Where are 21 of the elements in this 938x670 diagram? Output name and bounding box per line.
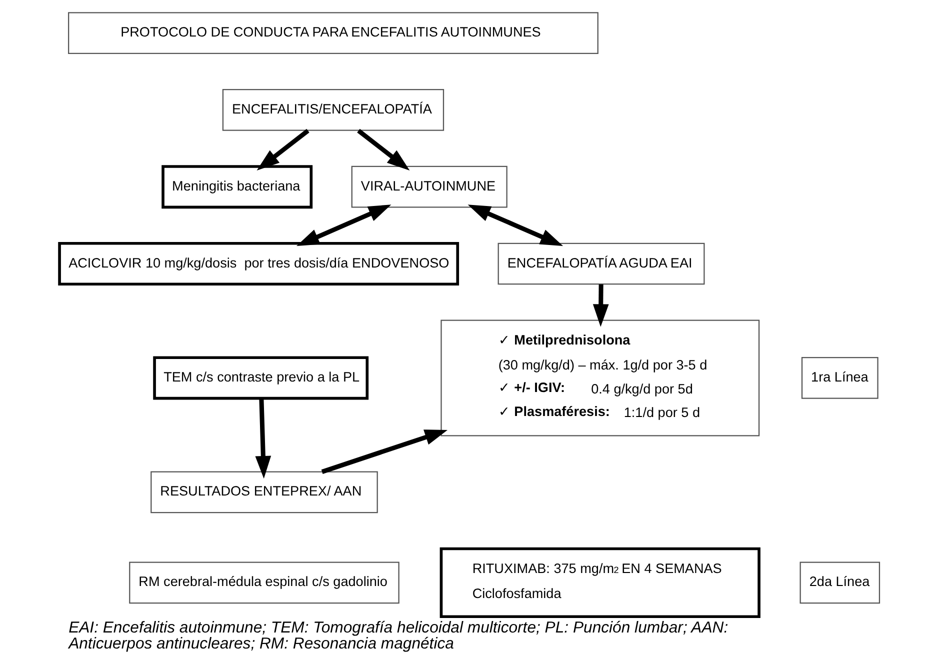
node-box: 1ra Línea — [800, 357, 878, 399]
node-box: VIRAL-AUTOINMUNE — [350, 166, 507, 208]
node-box: RESULTADOS ENTEPREX/ AAN — [150, 471, 378, 514]
arrow — [592, 284, 608, 327]
node-box: ENCEFALOPATÍA AGUDA EAI — [497, 242, 704, 285]
node-box: 2da Línea — [799, 562, 880, 604]
arrow — [296, 204, 391, 246]
arrow — [467, 204, 563, 246]
arrow — [320, 430, 448, 474]
node-box: ACICLOVIR 10 mg/kg/dosis por tres dosis/día ENDOVENOSO — [58, 242, 459, 286]
node-box: ENCEFALITIS/ENCEFALOPATÍA — [222, 89, 444, 131]
arrow — [356, 128, 410, 170]
arrow — [254, 398, 271, 479]
arrow — [256, 128, 309, 170]
node-box: ✓ Metilprednisolona (30 mg/kg/d) – máx. 1g/d por 3-5 d ✓ +/- IGIV: 0.4 g/kg/d por 5d ✓ Plasmaféresis: 1:1/d por 5 d — [440, 320, 760, 436]
node-box: Meningitis bacteriana — [161, 165, 312, 209]
node-box: RM cerebral-médula espinal c/s gadolinio — [128, 562, 399, 604]
node-box: PROTOCOLO DE CONDUCTA PARA ENCEFALITIS AUTOINMUNES — [68, 12, 598, 54]
caption: EAI: Encefalitis autoinmune; TEM: Tomografía helicoidal multicorte; PL: Punción lumbar; AAN: Anticuerpos antinucleares; RM: Resonancia magnética — [68, 620, 728, 653]
node-box: RITUXIMAB: 375 mg/m2 EN 4 SEMANAS Ciclofosfamida — [439, 547, 760, 618]
node-box: TEM c/s contraste previo a la PL — [152, 356, 368, 400]
